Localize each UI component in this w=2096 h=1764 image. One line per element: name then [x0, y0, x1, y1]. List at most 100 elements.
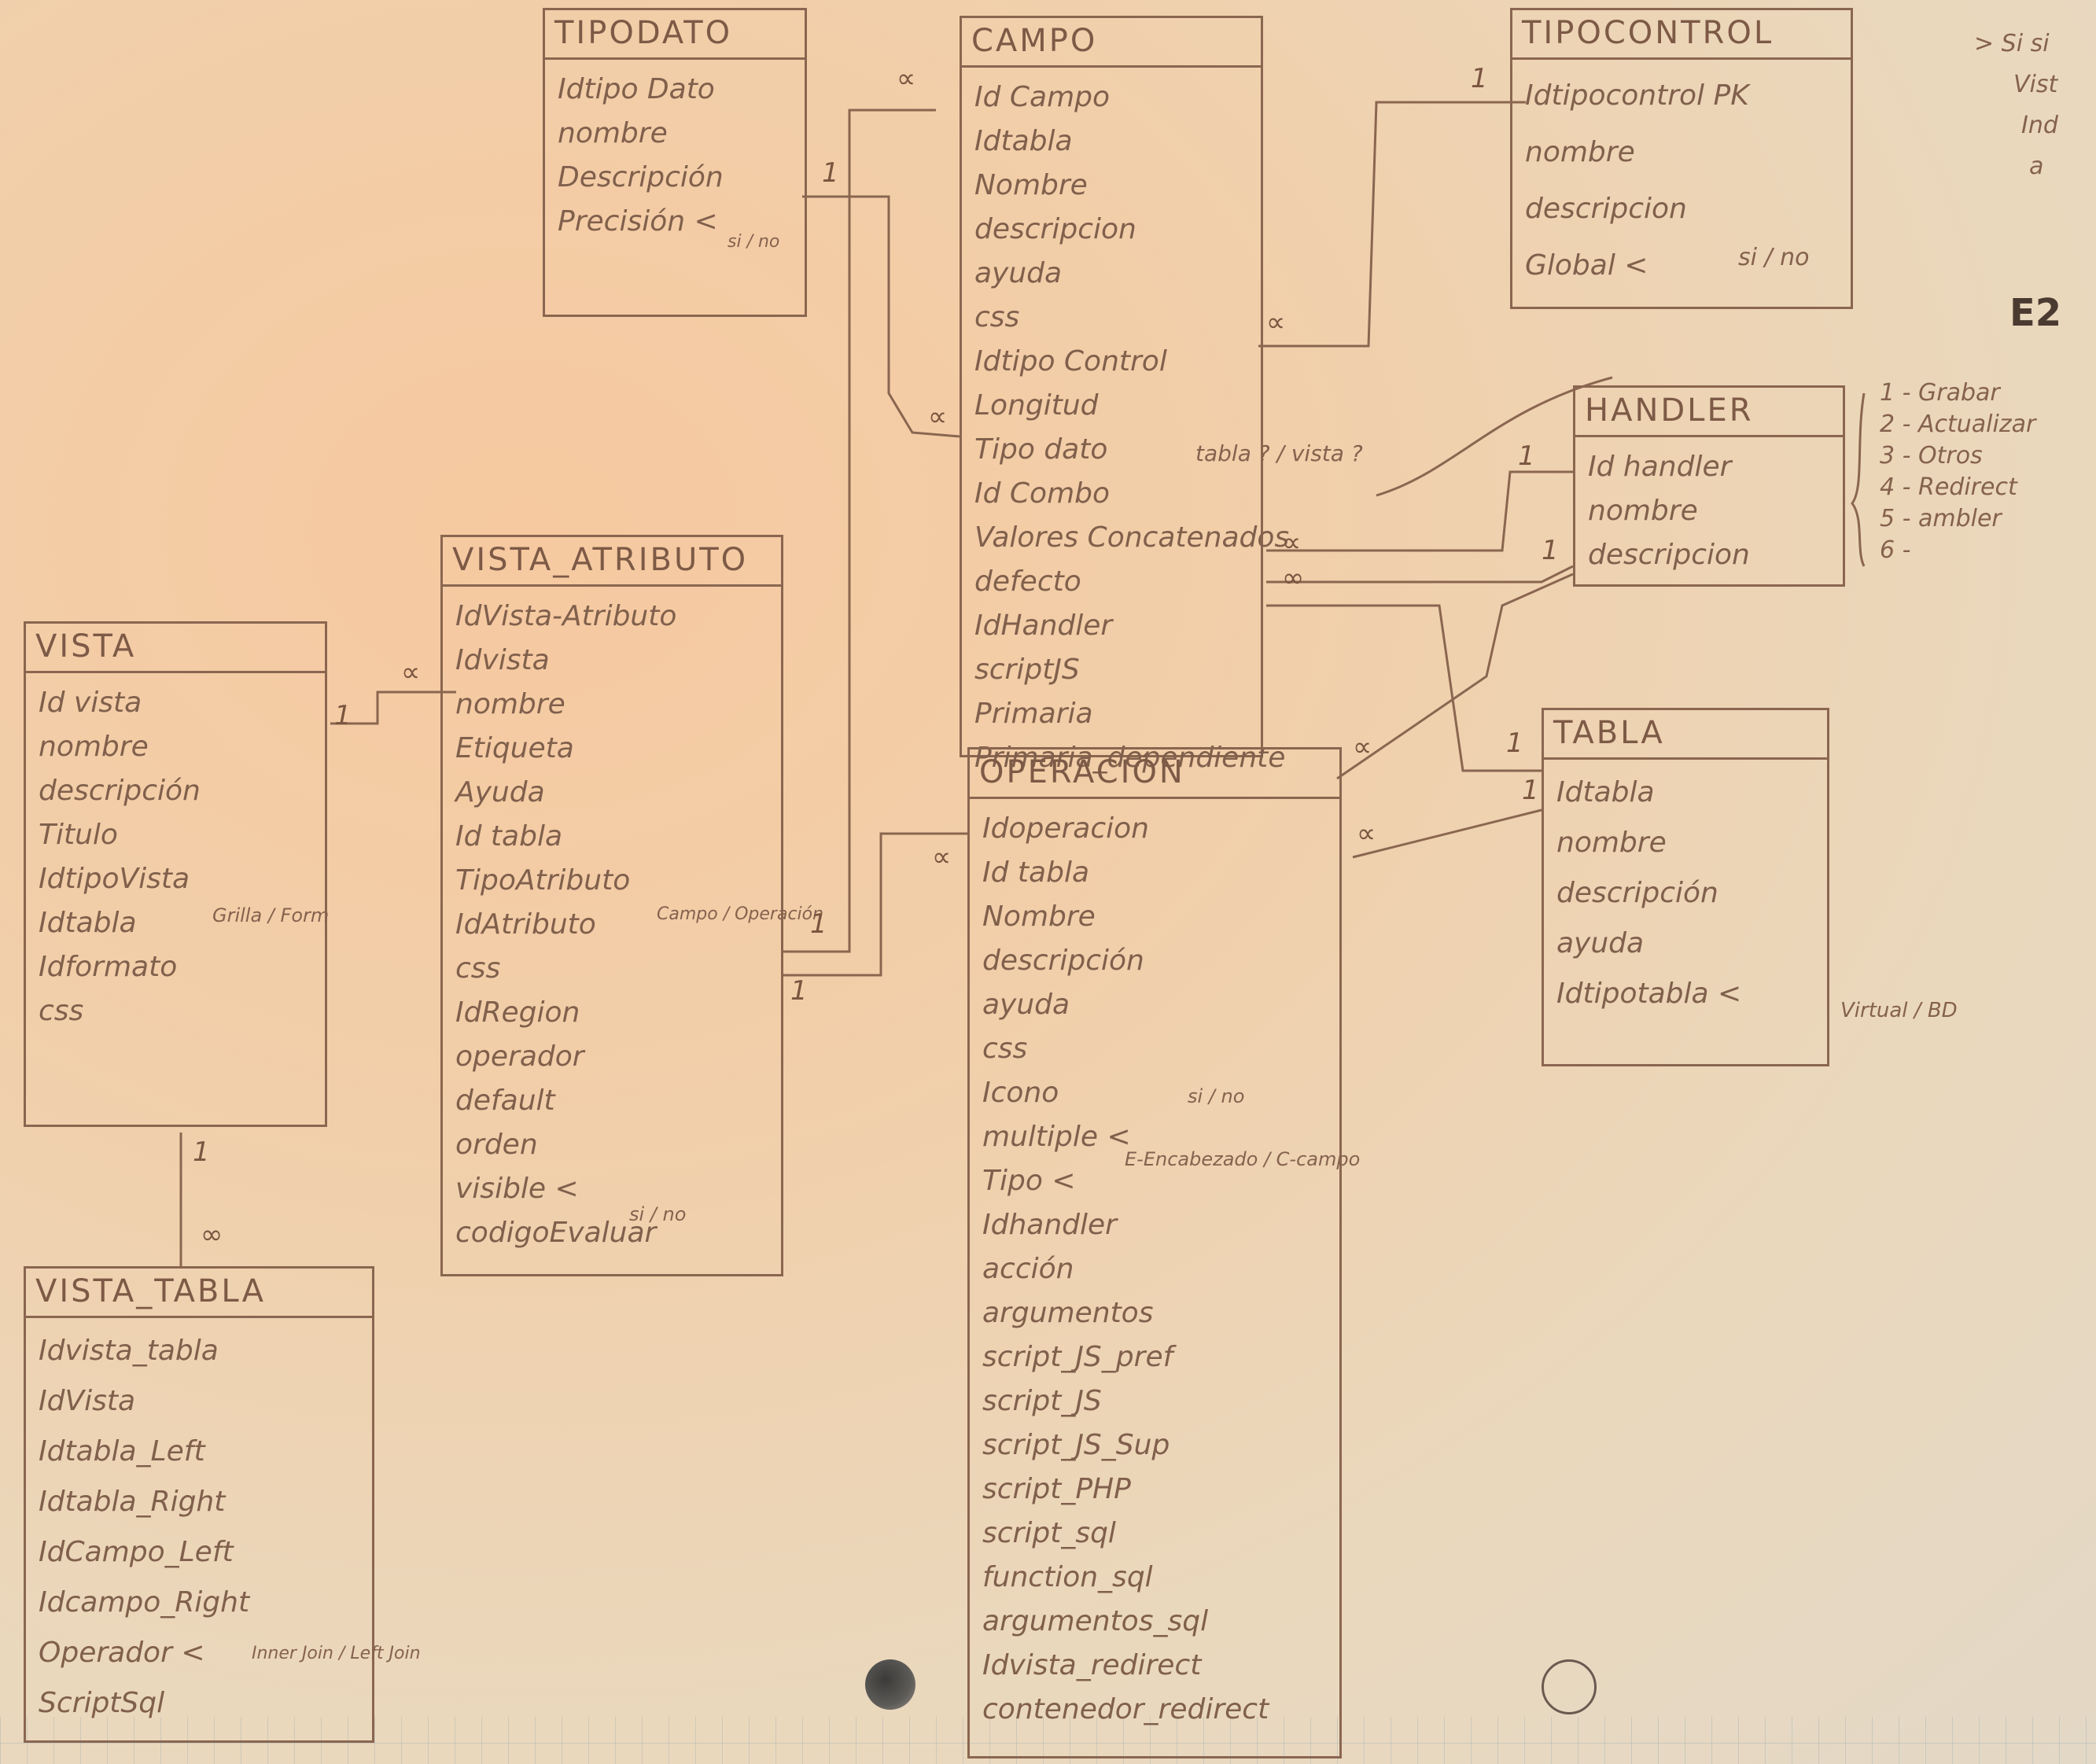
rel-campo-handler-2: [1266, 565, 1574, 584]
field: acción: [982, 1253, 1074, 1285]
entity-vista-atributo-title: VISTA_ATRIBUTO: [443, 535, 781, 587]
field: Id Combo: [974, 477, 1111, 510]
mult-one: 1: [1522, 775, 1539, 806]
field: Nombre: [974, 169, 1088, 201]
note-precision-options: si / no: [728, 232, 780, 252]
field: descripción: [982, 945, 1144, 977]
mult-alpha: ∝: [932, 841, 952, 873]
handler-list-item: 3 - Otros: [1880, 442, 1983, 470]
field: ayuda: [982, 989, 1070, 1021]
note-tipovista-options: Grilla / Form: [212, 904, 330, 926]
field: descripcion: [1588, 539, 1750, 571]
field: scriptJS: [974, 654, 1080, 686]
field: argumentos_sql: [982, 1605, 1209, 1637]
rel-combo-curve: [1376, 376, 1613, 497]
entity-handler-fields: Id handler nombre descripcion: [1575, 437, 1843, 585]
entity-vista-tabla: VISTA_TABLA Idvista_tabla IdVista Idtabl…: [24, 1266, 374, 1743]
handler-list: 1 - Grabar 2 - Actualizar 3 - Otros 4 - …: [1880, 377, 2035, 566]
field: Idtabla: [1556, 776, 1655, 808]
field: Tipo dato: [974, 433, 1108, 466]
field: Icono: [982, 1077, 1059, 1109]
rel-operacion-handler: [1336, 573, 1574, 780]
handler-brace: [1851, 392, 1866, 567]
field: Idtipocontrol PK: [1525, 79, 1749, 112]
field: Idcampo_Right: [39, 1586, 250, 1619]
field: Idtabla: [974, 125, 1073, 157]
entity-operacion: OPERACIÓN Idoperacion Id tabla Nombre de…: [967, 747, 1342, 1758]
mult-alpha: ∝: [401, 657, 421, 688]
field: Idtabla: [39, 907, 137, 939]
mult-many: ∞: [1282, 562, 1305, 594]
rel-campo-tipocontrol: [1258, 101, 1526, 348]
field: nombre: [39, 731, 149, 763]
handler-list-item: 6 -: [1880, 536, 1911, 564]
mult-one: 1: [334, 700, 352, 731]
field: IdVista: [39, 1385, 136, 1417]
field: descripcion: [1525, 193, 1687, 225]
field: nombre: [1556, 827, 1667, 859]
field: Idtabla_Right: [39, 1486, 226, 1518]
field: ayuda: [1556, 927, 1645, 959]
entity-tabla: TABLA Idtabla nombre descripción ayuda I…: [1542, 708, 1829, 1066]
field: nombre: [1525, 136, 1635, 168]
entity-vista-atributo: VISTA_ATRIBUTO IdVista-Atributo Idvista …: [440, 535, 783, 1276]
field: Nombre: [982, 900, 1096, 933]
corner-note-line: > Si si: [1974, 30, 2050, 57]
field: ayuda: [974, 257, 1063, 289]
handler-list-item: 4 - Redirect: [1880, 473, 2017, 501]
field: Operador <: [39, 1637, 205, 1669]
field: IdHandler: [974, 609, 1113, 642]
mult-one: 1: [1506, 727, 1523, 759]
field: css: [982, 1033, 1028, 1065]
field: Etiqueta: [455, 732, 574, 764]
field: contenedor_redirect: [982, 1693, 1269, 1725]
field: ScriptSql: [39, 1687, 165, 1719]
entity-vista-tabla-fields: Idvista_tabla IdVista Idtabla_Left Idtab…: [26, 1318, 372, 1736]
field: descripción: [1556, 877, 1718, 909]
rel-operacion-tabla: [1352, 808, 1542, 859]
field: codigoEvaluar: [455, 1217, 657, 1249]
mult-alpha: ∝: [1353, 731, 1372, 763]
field: script_PHP: [982, 1473, 1131, 1505]
entity-tipocontrol-title: TIPOCONTROL: [1512, 8, 1851, 60]
field: Id vista: [39, 687, 142, 719]
field: IdtipoVista: [39, 863, 190, 895]
field: Idtipotabla <: [1556, 978, 1742, 1010]
field: script_JS_pref: [982, 1341, 1173, 1373]
field: descripcion: [974, 213, 1136, 245]
mult-one: 1: [1518, 440, 1535, 472]
rel-campo-tabla: [1266, 604, 1542, 772]
entity-tipocontrol: TIPOCONTROL Idtipocontrol PK nombre desc…: [1510, 8, 1853, 309]
note-tipoatributo-options: Campo / Operación: [657, 904, 824, 924]
entity-operacion-fields: Idoperacion Id tabla Nombre descripción …: [970, 799, 1339, 1740]
field: visible <: [455, 1173, 579, 1205]
field: Global <: [1525, 249, 1648, 282]
field: orden: [455, 1129, 538, 1161]
handler-list-item: 2 - Actualizar: [1880, 411, 2036, 438]
entity-tabla-fields: Idtabla nombre descripción ayuda Idtipot…: [1544, 760, 1827, 1027]
entity-vista-fields: Id vista nombre descripción Titulo Idtip…: [26, 673, 325, 1041]
rel-tipodato-campo: [802, 195, 960, 438]
field: Primaria: [974, 698, 1093, 730]
field: script_sql: [982, 1517, 1116, 1549]
field: Tipo <: [982, 1165, 1076, 1197]
entity-tipodato-title: TIPODATO: [545, 8, 805, 60]
field: nombre: [1588, 495, 1698, 527]
entity-campo: CAMPO Id Campo Idtabla Nombre descripcio…: [960, 16, 1289, 774]
field: Idtabla_Left: [39, 1435, 205, 1468]
field: defecto: [974, 565, 1081, 598]
field: Titulo: [39, 819, 118, 851]
entity-vista: VISTA Id vista nombre descripción Titulo…: [24, 621, 327, 1127]
field: nombre: [558, 117, 668, 149]
note-operador-options: Inner Join / Left Join: [252, 1644, 421, 1663]
entity-vista-title: VISTA: [26, 621, 325, 673]
rel-vistaatributo-campo: [783, 109, 936, 953]
field: css: [455, 952, 501, 985]
mult-many: ∞: [201, 1219, 223, 1250]
field: Ayuda: [455, 776, 545, 808]
entity-vista-atributo-fields: IdVista-Atributo Idvista nombre Etiqueta…: [443, 587, 781, 1263]
field: Idoperacion: [982, 812, 1149, 845]
entity-campo-title: CAMPO: [962, 16, 1261, 68]
field: descripción: [39, 775, 201, 807]
mult-alpha: ∝: [897, 63, 916, 94]
